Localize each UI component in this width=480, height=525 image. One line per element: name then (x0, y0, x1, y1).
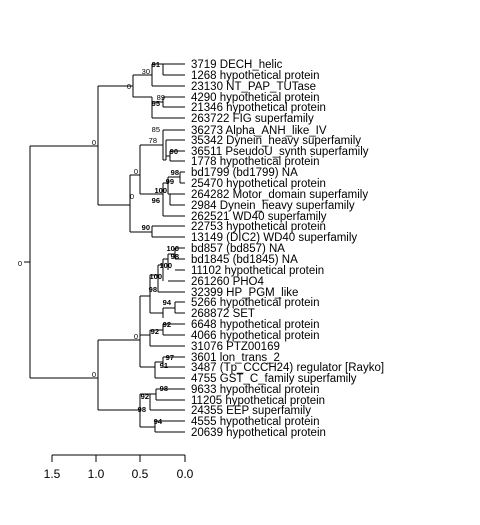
tip-label: 4290 hypothetical protein (191, 92, 320, 104)
tip-label: bd857 (bd857) NA (191, 243, 285, 255)
tip-label: 35342 Dynein_heavy superfamily (191, 135, 361, 147)
tip-label: 262521 WD40 superfamily (191, 211, 327, 223)
tip-label: 2984 Dynein_heavy superfamily (191, 200, 355, 212)
tree-branches (24, 63, 185, 433)
bootstrap-label: 99 (166, 177, 174, 186)
tip-label: 20639 hypothetical protein (191, 427, 326, 439)
tip-labels: 3719 DECH_helic 1268 hypothetical protei… (191, 59, 384, 439)
axis-tick-label: 0.0 (177, 467, 194, 481)
axis-tick-label: 1.0 (88, 467, 105, 481)
tip-label: 3487 (Tp_CCCH24) regulator [Rayko] (191, 362, 384, 374)
bootstrap-label: 97 (166, 353, 174, 362)
tip-label: 3719 DECH_helic (191, 59, 283, 71)
bootstrap-label: 96 (152, 196, 160, 205)
tip-label: 1268 hypothetical protein (191, 70, 320, 82)
bootstrap-label: 92 (151, 327, 159, 336)
bootstrap-label: 91 (160, 361, 168, 370)
tip-label: 36511 PseudoU_synth superfamily (191, 146, 369, 158)
tip-label: 22753 hypothetical protein (191, 221, 326, 233)
bootstrap-label: 90 (170, 147, 178, 156)
bootstrap-label: 98 (171, 252, 179, 261)
tip-label: 4555 hypothetical protein (191, 416, 320, 428)
bootstrap-label: 100 (159, 261, 172, 270)
bootstrap-label: 30 (142, 67, 150, 76)
bootstrap-label: 98 (160, 384, 168, 393)
tip-label: 268872 SET (191, 308, 255, 320)
bootstrap-label: 0 (127, 82, 131, 91)
tip-label: 261260 PHO4 (191, 276, 264, 288)
axis-tick-label: 0.5 (132, 467, 149, 481)
tip-label: 13149 (DIC2) WD40 superfamily (191, 232, 357, 244)
tip-label: 264282 Motor_domain superfamily (191, 189, 368, 201)
tip-label: 4066 hypothetical protein (191, 330, 320, 342)
tip-label: bd1845 (bd1845) NA (191, 254, 298, 266)
bootstrap-label: 90 (142, 223, 150, 232)
bootstrap-label: 0 (18, 259, 22, 268)
bootstrap-label: 78 (149, 136, 157, 145)
bootstrap-label: 100 (166, 244, 179, 253)
tip-label: bd1799 (bd1799) NA (191, 167, 298, 179)
tip-label: 25470 hypothetical protein (191, 178, 326, 190)
tip-label: 11102 hypothetical protein (191, 265, 324, 277)
tip-label: 36273 Alpha_ANH_like_IV (191, 125, 327, 137)
axis-tick-label: 1.5 (44, 467, 61, 481)
tip-label: 9633 hypothetical protein (191, 384, 320, 396)
bootstrap-label: 91 (152, 60, 160, 69)
bootstrap-label: 92 (141, 392, 149, 401)
tip-label: 31076 PTZ00169 (191, 341, 280, 353)
tip-label: 3601 lon_trans_2 (191, 352, 280, 364)
tip-label: 5266 hypothetical protein (191, 297, 320, 309)
tip-label: 6648 hypothetical protein (191, 319, 320, 331)
tip-label: 23130 NT_PAP_TUTase (191, 81, 316, 93)
scale-axis: 1.5 1.0 0.5 0.0 (44, 454, 194, 481)
bootstrap-label: 0 (92, 370, 96, 379)
bootstrap-label: 98 (149, 285, 157, 294)
bootstrap-label: 98 (138, 405, 146, 414)
tip-label: 263722 FIG superfamily (191, 113, 314, 125)
bootstrap-labels: 0 0 0 0 30 91 89 95 85 78 90 0 0 98 99 1… (18, 60, 179, 426)
bootstrap-label: 0 (92, 138, 96, 147)
tip-label: 24355 EEP superfamily (191, 405, 311, 417)
tip-label: 21346 hypothetical protein (191, 102, 326, 114)
tip-label: 11205 hypothetical protein (191, 395, 325, 407)
bootstrap-label: 85 (152, 125, 160, 134)
bootstrap-label: 98 (171, 168, 179, 177)
bootstrap-label: 94 (154, 417, 163, 426)
tip-label: 4755 GST_C_family superfamily (191, 373, 357, 385)
bootstrap-label: 95 (152, 99, 160, 108)
bootstrap-label: 100 (149, 272, 162, 281)
bootstrap-label: 100 (154, 186, 167, 195)
bootstrap-label: 94 (163, 298, 172, 307)
tip-label: 32399 HP_PGM_like (191, 287, 298, 299)
bootstrap-label: 0 (130, 192, 134, 201)
bootstrap-label: 92 (163, 320, 171, 329)
bootstrap-label: 89 (157, 93, 165, 102)
bootstrap-label: 0 (134, 332, 138, 341)
bootstrap-label: 0 (134, 167, 138, 176)
tip-label: 1778 hypothetical protein (191, 156, 320, 168)
